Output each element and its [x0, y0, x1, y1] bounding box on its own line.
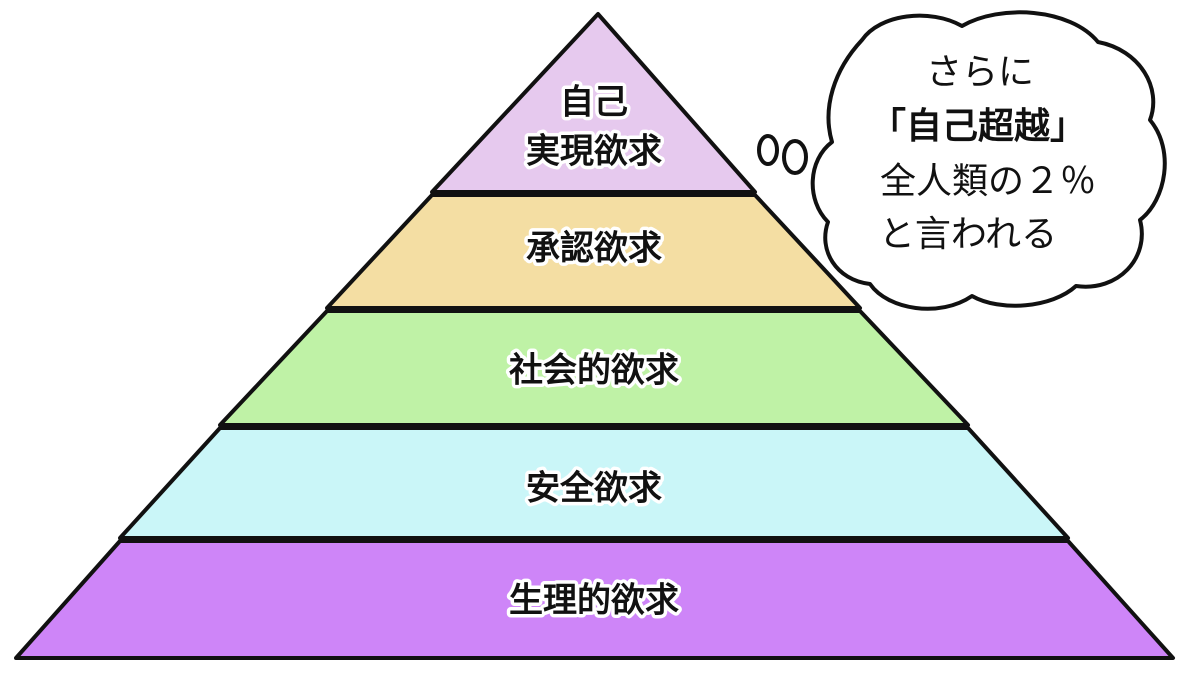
- thought-line-2-highlight: 「自己超越」: [870, 106, 1086, 147]
- tier-label-self-actualization-line1: 自己: [560, 83, 628, 123]
- tier-safety: [118, 426, 1070, 540]
- thought-line-1: さらに: [926, 52, 1034, 93]
- pyramid: [14, 12, 1175, 660]
- thought-trail-dot-small: [757, 134, 779, 166]
- tier-social: [218, 309, 970, 427]
- tier-esteem: [325, 193, 862, 310]
- thought-bubble-cloud: [810, 10, 1167, 311]
- thought-line-3: 全人類の２％: [880, 161, 1096, 202]
- pyramid-labels: 自己 実現欲求 承認欲求 社会的欲求 安全欲求 生理的欲求: [506, 79, 683, 624]
- tier-label-physiological: 生理的欲求: [509, 581, 679, 621]
- tier-label-esteem: 承認欲求: [526, 229, 662, 269]
- tier-label-self-actualization-line2: 実現欲求: [526, 132, 662, 172]
- tier-self-actualization: [430, 12, 757, 194]
- thought-line-4: と言われる: [879, 214, 1057, 255]
- tier-label-safety: 安全欲求: [526, 469, 662, 509]
- tier-physiological: [14, 539, 1175, 660]
- tier-label-social: 社会的欲求: [509, 351, 679, 391]
- thought-trail-dot-medium: [782, 139, 808, 175]
- thought-trail: [757, 134, 808, 175]
- thought-bubble-text: さらに 「自己超越」 全人類の２％ と言われる: [870, 52, 1096, 255]
